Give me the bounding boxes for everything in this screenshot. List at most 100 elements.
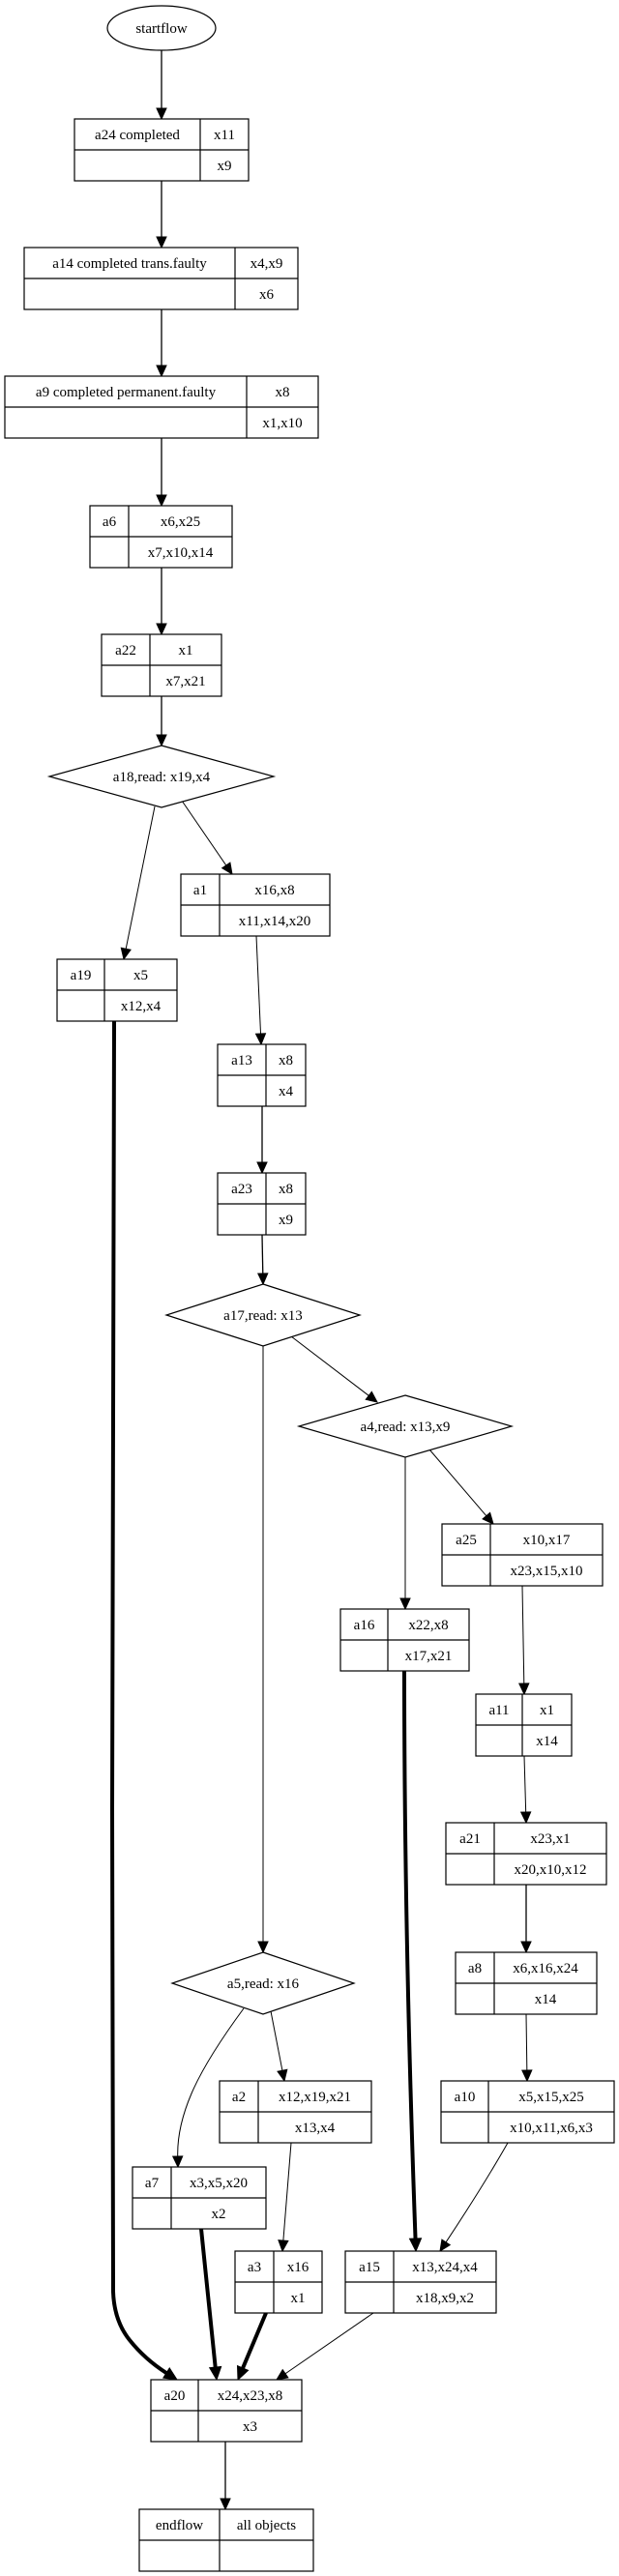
node-top-vars: x24,x23,x8 xyxy=(218,2388,283,2404)
node-bottom-vars: x14 xyxy=(536,1734,558,1749)
edge-a3-to-a20 xyxy=(236,2312,268,2382)
arrowhead-icon xyxy=(257,1941,269,1954)
node-title: a6 xyxy=(103,514,117,530)
node-top-vars: all objects xyxy=(237,2518,296,2533)
node-top-vars: x10,x17 xyxy=(523,1533,571,1548)
node-bottom-vars: x2 xyxy=(212,2207,226,2222)
node-a18[interactable]: a18,read: x19,x4 xyxy=(46,745,277,808)
node-title: a7 xyxy=(145,2176,160,2191)
node-a2[interactable]: a2 x12,x19,x21 x13,x4 xyxy=(219,2080,372,2144)
node-bottom-vars: x7,x10,x14 xyxy=(148,545,214,561)
node-title: a25 xyxy=(456,1533,477,1548)
node-bottom-vars: x12,x4 xyxy=(121,999,162,1014)
node-top-vars: x4,x9 xyxy=(251,256,283,272)
node-title: a8 xyxy=(468,1961,482,1976)
node-title: a22 xyxy=(115,643,136,659)
node-title: a2 xyxy=(232,2090,246,2105)
edge-a5-to-a2 xyxy=(270,2010,288,2083)
arrowhead-icon xyxy=(521,2069,533,2083)
arrowhead-icon xyxy=(156,734,167,747)
edge-a9-to-a6 xyxy=(156,438,167,508)
node-label: a5,read: x16 xyxy=(227,1976,300,1992)
edge-a6-to-a22 xyxy=(156,568,167,636)
node-bottom-vars: x9 xyxy=(218,159,232,174)
decision-diamond xyxy=(46,745,277,808)
edge-a4-to-a25 xyxy=(428,1449,494,1525)
arrowhead-icon xyxy=(162,2367,179,2381)
arrowhead-icon xyxy=(208,2365,222,2382)
node-label: startflow xyxy=(135,21,187,37)
arrowhead-icon xyxy=(171,2155,184,2169)
node-top-vars: x1 xyxy=(540,1703,554,1718)
node-a4[interactable]: a4,read: x13,x9 xyxy=(296,1394,515,1458)
edge-a24-to-a14 xyxy=(156,181,167,249)
arrowhead-icon xyxy=(256,1273,269,1286)
arrowhead-icon xyxy=(519,1811,532,1825)
edge-a21-to-a8 xyxy=(520,1885,532,1954)
node-a5[interactable]: a5,read: x16 xyxy=(170,1951,356,2015)
edge-a25-to-a11 xyxy=(518,1585,530,1696)
arrowhead-icon xyxy=(236,2364,250,2382)
node-endflow[interactable]: endflow all objects xyxy=(138,2508,314,2572)
node-top-vars: x6,x16,x24 xyxy=(513,1961,578,1976)
arrowhead-icon xyxy=(439,2239,452,2253)
arrowhead-icon xyxy=(156,107,167,121)
node-top-vars: x5,x15,x25 xyxy=(518,2090,584,2105)
edge-a17-to-a5 xyxy=(257,1346,269,1954)
decision-diamond xyxy=(164,1283,362,1347)
node-top-vars: x12,x19,x21 xyxy=(279,2090,351,2105)
arrowhead-icon xyxy=(254,1033,267,1046)
node-title: a14 completed trans.faulty xyxy=(52,256,207,272)
edge-a14-to-a9 xyxy=(156,309,167,378)
edge-startflow-to-a24 xyxy=(156,50,167,121)
edge-a5-to-a7 xyxy=(171,2007,245,2169)
arrowhead-icon xyxy=(518,1683,530,1696)
node-title: a3 xyxy=(248,2260,261,2275)
decision-diamond xyxy=(170,1951,356,2015)
edge-a19-to-a20 xyxy=(109,1020,179,2381)
node-top-vars: x23,x1 xyxy=(530,1831,570,1847)
arrowhead-icon xyxy=(156,494,167,508)
node-top-vars: x11 xyxy=(214,128,235,143)
node-top-vars: x8 xyxy=(279,1182,293,1197)
node-bottom-vars: x4 xyxy=(279,1084,294,1099)
node-title: a13 xyxy=(231,1053,252,1068)
arrowhead-icon xyxy=(277,2068,288,2083)
arrowhead-icon xyxy=(256,1161,268,1175)
node-startflow[interactable]: startflow xyxy=(106,5,217,51)
node-title: endflow xyxy=(156,2518,203,2533)
node-bottom-vars: x13,x4 xyxy=(295,2121,336,2136)
node-top-vars: x13,x24,x4 xyxy=(412,2260,478,2275)
node-a17[interactable]: a17,read: x13 xyxy=(164,1283,362,1347)
node-top-vars: x16 xyxy=(287,2260,310,2275)
node-bottom-vars: x7,x21 xyxy=(165,674,205,689)
node-top-vars: x5 xyxy=(133,968,148,983)
arrowhead-icon xyxy=(156,236,167,249)
edge-a20-to-endflow xyxy=(220,2442,231,2511)
node-top-vars: x16,x8 xyxy=(254,883,294,898)
node-label: a4,read: x13,x9 xyxy=(361,1420,451,1435)
node-bottom-vars: x11,x14,x20 xyxy=(239,914,310,929)
node-top-vars: x22,x8 xyxy=(408,1618,448,1633)
